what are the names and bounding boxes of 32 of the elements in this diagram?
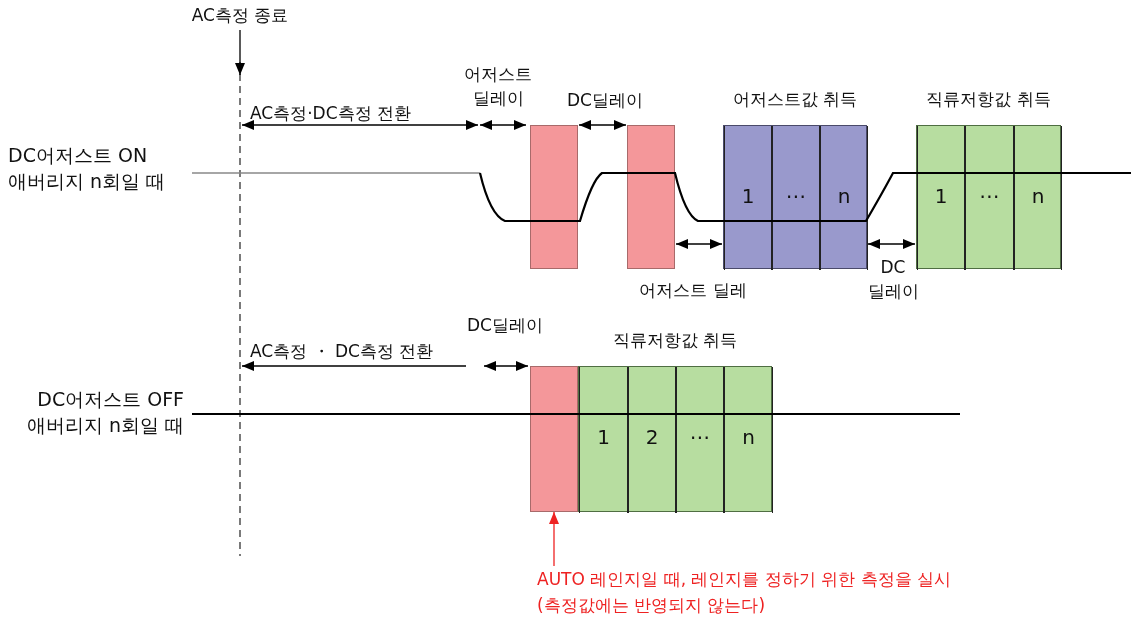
sample-cell: 1 (579, 367, 628, 513)
dimension-label: 어저스트 딜레이 (463, 63, 533, 110)
sample-cell: 2 (628, 367, 676, 513)
block-heading: 직류저항값 취득 (611, 329, 739, 352)
edge-label: DC딜레이 (566, 89, 644, 112)
arrow (235, 29, 245, 76)
sample-cell: ⋯ (676, 367, 724, 513)
block-heading: 어저스트값 취득 (731, 88, 859, 111)
dimension-label: AC측정 ・ DC측정 전환 (250, 340, 435, 363)
sample-cell: n (724, 367, 773, 513)
sample-cell: ⋯ (965, 126, 1014, 270)
sample-cell: 1 (724, 126, 772, 270)
sample-cell: n (1014, 126, 1062, 270)
sample-cell: n (820, 126, 868, 270)
marker-label: AC측정 종료 (180, 2, 300, 30)
process-bar (530, 125, 578, 269)
edge-label: DC 딜레이 (866, 256, 920, 303)
arrow (578, 120, 627, 130)
sample-cell: 1 (917, 126, 965, 270)
arrow (867, 239, 916, 249)
row-label: DC어저스트 ON 애버리지 n회일 때 (8, 143, 167, 194)
dimension-label: AC측정·DC측정 전환 (250, 102, 412, 125)
process-bar (530, 366, 578, 512)
annotation-text: AUTO 레인지일 때, 레인지를 정하기 위한 측정을 실시 (측정값에는 반영되지 않는다) (537, 566, 977, 620)
leader-line (549, 511, 559, 567)
process-bar (627, 125, 675, 269)
arrow (675, 239, 723, 249)
sample-cell: ⋯ (772, 126, 820, 270)
block-heading: 직류저항값 취득 (925, 88, 1052, 111)
row-label: DC어저스트 OFF 애버리지 n회일 때 (25, 387, 184, 438)
edge-label: 어저스트 딜레 (638, 279, 748, 302)
dimension-label: DC딜레이 (466, 314, 544, 337)
